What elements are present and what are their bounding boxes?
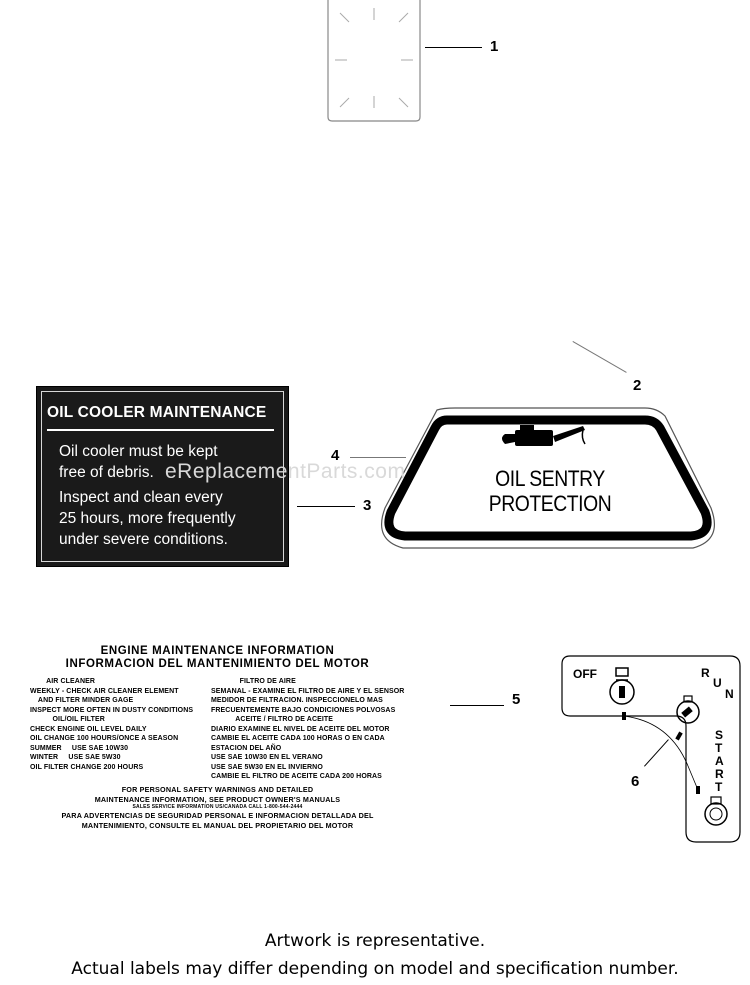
callout-5: 5: [512, 691, 521, 708]
oil-can-icon: [502, 425, 586, 446]
leader-line-5: [450, 705, 504, 706]
engine-title-en: ENGINE MAINTENANCE INFORMATION: [100, 645, 335, 657]
leader-line-3: [297, 506, 355, 507]
engine-right-column: FILTRO DE AIRE SEMANAL - EXAMINE EL FILT…: [211, 678, 405, 780]
oil-cooler-line-1: Oil cooler must be kept: [59, 443, 218, 460]
oil-cooler-line-5: under severe conditions.: [59, 531, 228, 548]
callout-2: 2: [633, 377, 642, 394]
callout-6: 6: [631, 773, 640, 790]
run-key-icon: [676, 695, 700, 724]
engine-maintenance-label: ENGINE MAINTENANCE INFORMATION INFORMACI…: [20, 645, 415, 830]
key-start-s: S: [715, 728, 724, 742]
oil-cooler-line-2: free of debris.: [59, 464, 154, 481]
callout-3: 3: [363, 497, 372, 514]
key-run-r: R: [701, 666, 710, 680]
engine-foot-2: MAINTENANCE INFORMATION, SEE PRODUCT OWN…: [94, 794, 341, 804]
oil-cooler-maintenance-label: OIL COOLER MAINTENANCE Oil cooler must b…: [36, 386, 289, 567]
off-key-icon: [609, 667, 635, 705]
footer-line-1: Artwork is representative.: [264, 931, 486, 951]
engine-foot-4: PARA ADVERTENCIAS DE SEGURIDAD PERSONAL …: [61, 811, 374, 820]
leader-line-4: [350, 457, 406, 458]
engine-foot-3: SALES SERVICE INFORMATION US/CANADA CALL…: [132, 804, 303, 810]
watermark: eReplacementParts.com: [165, 460, 406, 483]
key-run-u: U: [713, 676, 722, 690]
key-start-t1: T: [715, 741, 723, 755]
key-switch-label: [561, 655, 741, 843]
engine-footer: FOR PERSONAL SAFETY WARNINGS AND DETAILE…: [20, 785, 415, 830]
blank-decal-item-1: [327, 0, 421, 122]
engine-columns: AIR CLEANER WEEKLY - CHECK AIR CLEANER E…: [20, 677, 415, 780]
callout-4: 4: [331, 447, 340, 464]
key-start-t2: T: [715, 780, 723, 794]
oil-cooler-title: OIL COOLER MAINTENANCE: [47, 404, 267, 421]
key-start-r: R: [715, 767, 724, 781]
engine-foot-5: MANTENIMIENTO, CONSULTE EL MANUAL DEL PR…: [81, 820, 354, 830]
start-key-icon: [704, 796, 728, 826]
oil-sentry-line-2: PROTECTION: [488, 491, 612, 516]
oil-sentry-line-1: OIL SENTRY: [495, 466, 605, 491]
oil-cooler-line-3: Inspect and clean every: [59, 489, 223, 506]
engine-foot-1: FOR PERSONAL SAFETY WARNINGS AND DETAILE…: [121, 785, 314, 794]
callout-1: 1: [490, 38, 499, 55]
oil-sentry-label: [381, 407, 715, 549]
key-run-n: N: [725, 687, 734, 701]
oil-cooler-line-4: 25 hours, more frequently: [59, 510, 236, 527]
key-start-a: A: [715, 754, 724, 768]
title-rule: [47, 429, 274, 431]
oil-sentry-text: OIL SENTRY PROTECTION: [453, 466, 647, 516]
leader-line-1: [425, 47, 482, 48]
engine-title-es: INFORMACION DEL MANTENIMIENTO DEL MOTOR: [65, 658, 370, 670]
footer-line-2: Actual labels may differ depending on mo…: [71, 959, 679, 979]
leader-line-2: [572, 341, 627, 373]
key-off-label: OFF: [573, 667, 597, 681]
engine-left-column: AIR CLEANER WEEKLY - CHECK AIR CLEANER E…: [30, 678, 194, 771]
label-inner-border: [41, 391, 284, 562]
